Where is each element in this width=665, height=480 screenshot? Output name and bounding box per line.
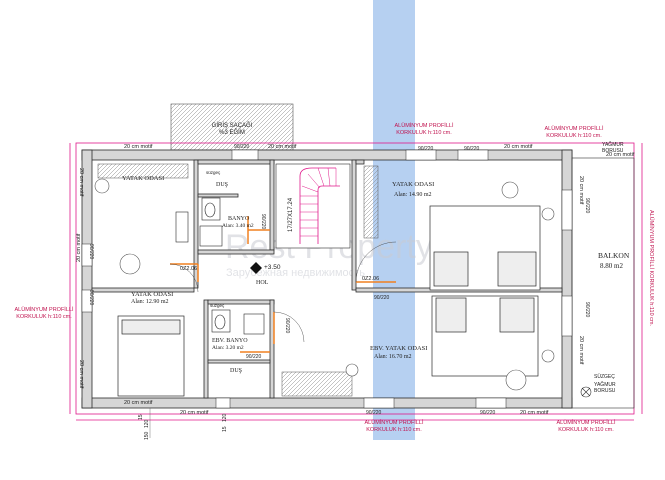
doors (170, 216, 396, 353)
blue-band (373, 0, 415, 440)
window-bottom-a: 90/220 (366, 410, 382, 416)
staircase: 17/27X17.24 (275, 163, 351, 249)
railing-note-bottom-right-2: KORKULUK h:110 cm. (558, 427, 614, 433)
dimension-1: 15 (138, 414, 144, 420)
door-swings (169, 241, 397, 343)
hall-label: HOL (256, 280, 269, 286)
dimension-5: 15 (222, 426, 228, 432)
railing-note-top-center-1: ALÜMİNYUM PROFİLLİ (395, 122, 454, 129)
rain-pipe-bottom-1: YAĞMUR (594, 381, 616, 388)
master-bedroom-area: Alan: 16.70 m2 (374, 354, 412, 360)
railing-note-bottom-center-2: KORKULUK h:110 cm. (366, 427, 422, 433)
dimension-3: 150 (144, 431, 150, 440)
shower-top-label: DUŞ (216, 182, 228, 188)
window-openings (81, 149, 573, 409)
railing-note-top-right-1: ALÜMİNYUM PROFİLLİ (545, 125, 604, 132)
railing-note-left-2: KORKULUK h:110 cm. (16, 314, 72, 320)
window-inner-c: 90/220 (374, 295, 390, 301)
motif-right-upper: 20 cm motif (578, 176, 584, 205)
balcony-name: BALKON (598, 251, 630, 260)
master-bathroom-name: EBV. BANYO (212, 338, 248, 344)
balcony-area: 8.80 m2 (600, 262, 623, 270)
window-top-stair: 90/220 (234, 144, 250, 150)
dimension-stack: 15 120 150 120 15 (138, 408, 228, 440)
bedroom-left-area: Alan: 12.90 m2 (131, 299, 169, 305)
beds (117, 205, 541, 397)
shower-bottom-label: DUŞ (230, 368, 242, 374)
bedroom-top-area: Alan: 14.90 m2 (394, 192, 432, 198)
window-labels: 90/220 90/220 90/220 90/220 90/220 90/22… (88, 144, 590, 416)
decor-items (94, 178, 555, 391)
wardrobes (97, 163, 379, 397)
entrance-canopy: GİRİŞ SAÇAĞI %3 EĞİM (170, 103, 294, 151)
railing-note-left-1: ALÜMİNYUM PROFİLLİ (15, 306, 74, 313)
window-left-a: 90/220 (88, 244, 94, 260)
railing-note-top-center-2: KORKULUK h:110 cm. (396, 130, 452, 136)
motif-top-center: 20 cm motif (268, 144, 297, 150)
motif-bottom-left: 20 cm motif (124, 400, 153, 406)
motif-left-lower: 20 cm motif (78, 360, 84, 389)
drain-grate-label: SÜZGEÇ (594, 373, 615, 380)
dimension-4: 120 (222, 413, 228, 422)
level-marker: +3.50 (250, 262, 281, 274)
rain-pipes: YAĞMUR BORUSU SÜZGEÇ YAĞMUR BORUSU (580, 141, 624, 398)
window-inner-a: 90/220 (260, 214, 266, 230)
rain-pipe-top-2: BORUSU (602, 148, 624, 154)
window-top-right-a: 90/220 (418, 146, 434, 152)
drain-label-top: süzgeç (206, 170, 221, 175)
railing-note-bottom-right-1: ALÜMİNYUM PROFİLLİ (557, 419, 616, 426)
stair-dimension: 17/27X17.24 (288, 197, 294, 232)
window-right-a: 90/220 (584, 198, 590, 214)
motif-left-middle: 20 cm motif (76, 233, 82, 262)
drain-label-bottom: süzgeç (210, 303, 225, 308)
motif-bottom-right: 20 cm motif (520, 410, 549, 416)
railing-note-top-right-2: KORKULUK h:110 cm. (546, 133, 602, 139)
level-label: +3.50 (264, 264, 281, 271)
window-inner-b: 90/220 (284, 318, 290, 334)
window-bottom-b: 90/220 (480, 410, 496, 416)
motif-right-lower: 20 cm motif (578, 336, 584, 365)
bathroom-area: Alan: 3.40 m2 (222, 223, 254, 229)
exterior-walls (81, 149, 635, 409)
window-top-right-b: 90/220 (464, 146, 480, 152)
entrance-slope: %3 EĞİM (219, 129, 245, 136)
motif-top-right-2: 20 cm motif (606, 152, 635, 158)
railing-note-right: ALÜMİNYUM PROFİLLİ KORKULUK h:110 cm. (648, 210, 655, 327)
motif-top-right-1: 20 cm motif (504, 144, 533, 150)
bathroom-name: BANYO (228, 216, 250, 222)
door-label-a: 0Z2.06 (180, 266, 197, 272)
entrance-label: GİRİŞ SAÇAĞI (212, 122, 253, 129)
bedroom-left-name: YATAK ODASI (122, 175, 164, 182)
window-right-b: 90/220 (584, 302, 590, 318)
door-label-b: 0Z2.06 (362, 276, 379, 282)
door-label-c: 90/220 (246, 354, 262, 360)
watermark-tagline: Зарубежная недвижимость (226, 267, 365, 279)
bedroom-left-label: YATAK ODASI (131, 291, 173, 298)
motif-top-left: 20 cm motif (124, 144, 153, 150)
motif-left-upper: 20 cm motif (78, 168, 84, 197)
rain-pipe-top-1: YAĞMUR (602, 141, 624, 148)
bedroom-top-name: YATAK ODASI (392, 181, 434, 188)
motif-labels: 20 cm motif 20 cm motif 20 cm motif 20 c… (76, 144, 635, 416)
dimension-2: 120 (144, 419, 150, 428)
window-left-b: 90/220 (88, 290, 94, 306)
master-bathroom-area: Alan: 3.20 m2 (212, 345, 244, 351)
master-bedroom-name: EBV. YATAK ODASI (370, 345, 427, 352)
bath-fixtures (175, 197, 265, 335)
railing-note-bottom-center-1: ALÜMİNYUM PROFİLLİ (365, 419, 424, 426)
motif-bottom-center: 20 cm motif (180, 410, 209, 416)
rain-pipe-bottom-2: BORUSU (594, 388, 616, 394)
railing-notes: ALÜMİNYUM PROFİLLİ KORKULUK h:110 cm. AL… (15, 122, 655, 433)
